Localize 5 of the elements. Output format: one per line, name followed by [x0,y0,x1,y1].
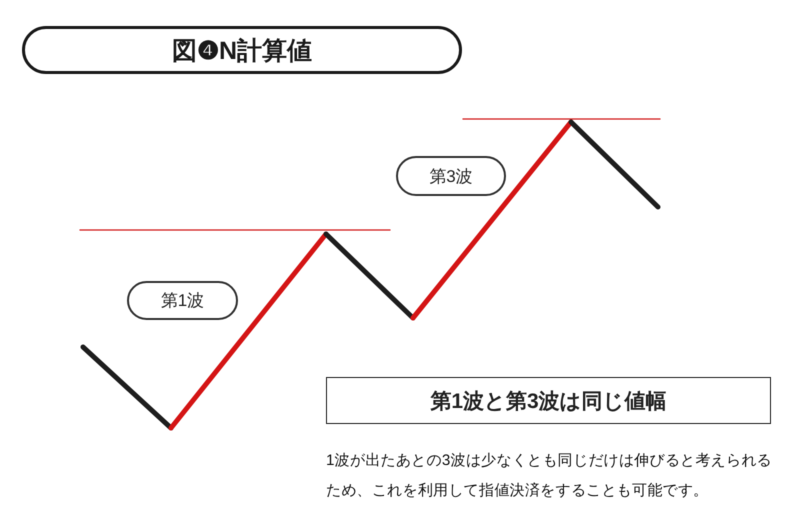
summary-box: 第1波と第3波は同じ値幅 [326,377,771,424]
wave-label: 第1波 [127,281,238,320]
description-text: 1波が出たあとの3波は少なくとも同じだけは伸びると考えられるため、これを利用して指値決済をすることも可能です。 [326,451,773,501]
title-box: 図❹N計算値 [22,26,462,74]
wave-label: 第3波 [396,156,506,196]
